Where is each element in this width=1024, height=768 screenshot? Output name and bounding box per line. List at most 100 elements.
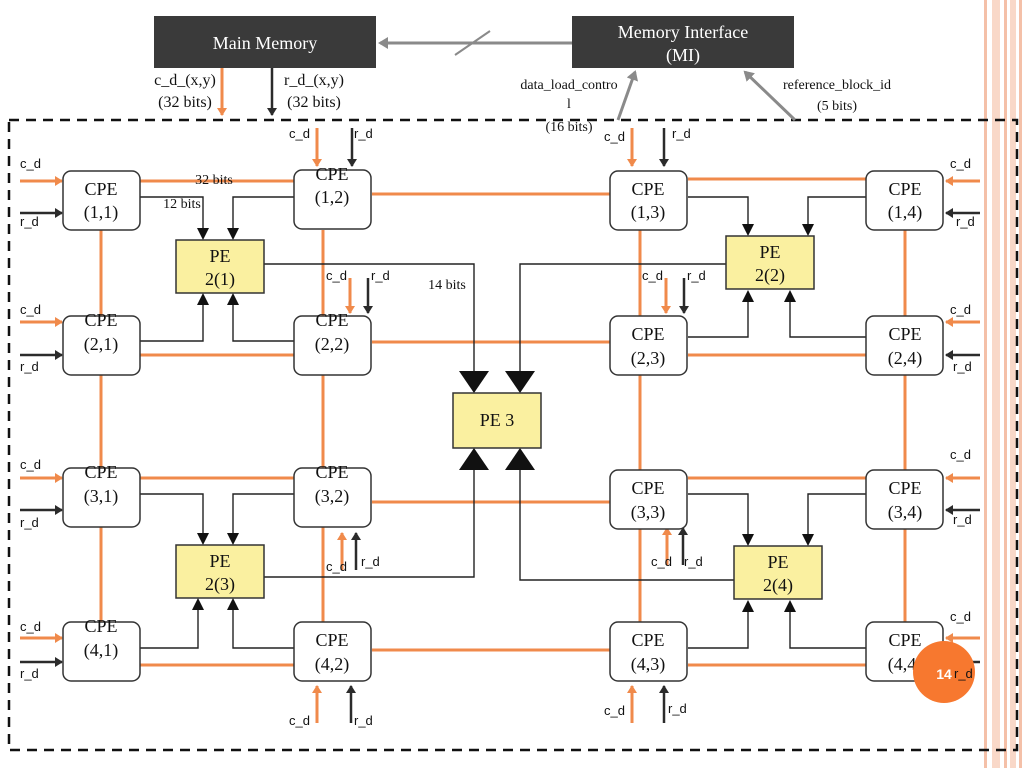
r-d-label: r_d (354, 126, 373, 141)
cpe-3-2: CPE (3,2) (293, 462, 372, 528)
r-d-label: r_d (20, 666, 39, 681)
c-d-bits-label: (32 bits) (158, 94, 212, 111)
control-labels: data_load_contro l (16 bits) reference_b… (520, 78, 891, 135)
cpe-4-3: CPE (4,3) (609, 621, 688, 682)
r-d-label: r_d (956, 214, 975, 229)
cpe-index: (4,3) (631, 654, 666, 675)
internal-injections (337, 278, 689, 570)
chip-boundary (7, 118, 1019, 752)
data-load-control-line (616, 70, 638, 121)
cpe-label: CPE (888, 478, 921, 498)
top-inputs (312, 128, 669, 167)
cpe-1-3: CPE (1,3) (609, 170, 688, 231)
r-d-xy-label: r_d_(x,y) (284, 72, 344, 89)
cpe-label: CPE (888, 324, 921, 344)
pe-label: PE (759, 242, 780, 262)
r-d-label: r_d (20, 359, 39, 374)
cpe-to-pe2-wires (140, 196, 866, 649)
cpe-index: (1,2) (315, 187, 350, 208)
pe3-label: PE 3 (480, 410, 515, 430)
data-load-bits: (16 bits) (545, 120, 592, 135)
cpe-2-3: CPE (2,3) (609, 315, 688, 376)
cpe-1-1: CPE (1,1) (62, 170, 141, 231)
memory-interface-abbrev: (MI) (666, 45, 700, 66)
cpe-index: (2,2) (315, 334, 350, 355)
c-d-label: c_d (950, 609, 971, 624)
cpe-label: CPE (888, 630, 921, 650)
cpe-label: CPE (631, 478, 664, 498)
pe-index: 2(4) (763, 575, 793, 596)
pe-input-arrowheads (192, 224, 814, 612)
c-d-label: c_d (20, 302, 41, 317)
c-d-label: c_d (289, 126, 310, 141)
cpe-1-4: CPE (1,4) (865, 170, 944, 231)
cpe-label: CPE (84, 616, 117, 636)
c-d-label: c_d (604, 129, 625, 144)
memory-interface-block: Memory Interface (MI) (572, 16, 794, 68)
cpe-3-1: CPE (3,1) (62, 462, 141, 528)
slide-border-stripes (984, 0, 1022, 768)
c-d-label: c_d (642, 268, 663, 283)
cpe-label: CPE (84, 310, 117, 330)
pe-label: PE (767, 552, 788, 572)
orange-column-wires (99, 230, 907, 623)
pe2-to-pe3-wires (264, 263, 734, 581)
pe-index: 2(2) (755, 265, 785, 286)
r-d-bits-label: (32 bits) (287, 94, 341, 111)
r-d-label: r_d (668, 701, 687, 716)
cpe-4-1: CPE (4,1) (62, 616, 141, 682)
c-d-label: c_d (950, 302, 971, 317)
pe2-3: PE 2(3) (175, 544, 265, 599)
bits-12-label: 12 bits (163, 197, 201, 212)
pe-index: 2(3) (205, 574, 235, 595)
cpe-label: CPE (84, 179, 117, 199)
cpe-index: (3,3) (631, 502, 666, 523)
reference-block-id-line (743, 70, 797, 122)
cpe-index: (4,2) (315, 654, 350, 675)
cpe-index: (2,3) (631, 348, 666, 369)
cpe-index: (2,1) (84, 334, 119, 355)
main-memory-label: Main Memory (213, 33, 317, 53)
pe-label: PE (209, 551, 230, 571)
cpe-index: (1,3) (631, 202, 666, 223)
bit-width-labels: 32 bits 12 bits 14 bits (163, 173, 466, 293)
r-d-label: r_d (20, 214, 39, 229)
r-d-label: r_d (954, 666, 973, 681)
cpe-2-1: CPE (2,1) (62, 310, 141, 376)
bits-32-label: 32 bits (195, 173, 233, 188)
signal-labels: c_d r_d c_d r_d c_d r_d c_d r_d c_d r_d … (20, 126, 975, 728)
orange-row-wires (140, 177, 866, 667)
reference-block-bits: (5 bits) (817, 99, 857, 114)
r-d-label: r_d (684, 554, 703, 569)
cpe-index: (1,4) (888, 202, 923, 223)
cpe-index: (3,1) (84, 486, 119, 507)
cpe-1-2: CPE (1,2) (293, 164, 372, 230)
bits-14-label: 14 bits (428, 278, 466, 293)
c-d-xy-label: c_d_(x,y) (154, 72, 216, 89)
cpe-label: CPE (631, 630, 664, 650)
pe3: PE 3 (452, 392, 542, 449)
c-d-label: c_d (326, 268, 347, 283)
cpe-3-3: CPE (3,3) (609, 469, 688, 530)
r-d-label: r_d (953, 512, 972, 527)
slide-number: 14 (936, 666, 952, 682)
c-d-label: c_d (20, 457, 41, 472)
c-d-label: c_d (950, 447, 971, 462)
r-d-label: r_d (953, 359, 972, 374)
c-d-label: c_d (326, 559, 347, 574)
pe2-1: PE 2(1) (175, 239, 265, 294)
r-d-label: r_d (20, 515, 39, 530)
c-d-label: c_d (950, 156, 971, 171)
right-inputs (945, 176, 980, 667)
r-d-label: r_d (354, 713, 373, 728)
cpe-index: (2,4) (888, 348, 923, 369)
cpe-index: (1,1) (84, 202, 119, 223)
mi-to-memory-bus (378, 30, 572, 56)
cpe-label: CPE (315, 462, 348, 482)
pe2-4: PE 2(4) (733, 545, 823, 600)
c-d-label: c_d (289, 713, 310, 728)
cpe-label: CPE (315, 310, 348, 330)
c-d-label: c_d (604, 703, 625, 718)
cpe-label: CPE (631, 179, 664, 199)
